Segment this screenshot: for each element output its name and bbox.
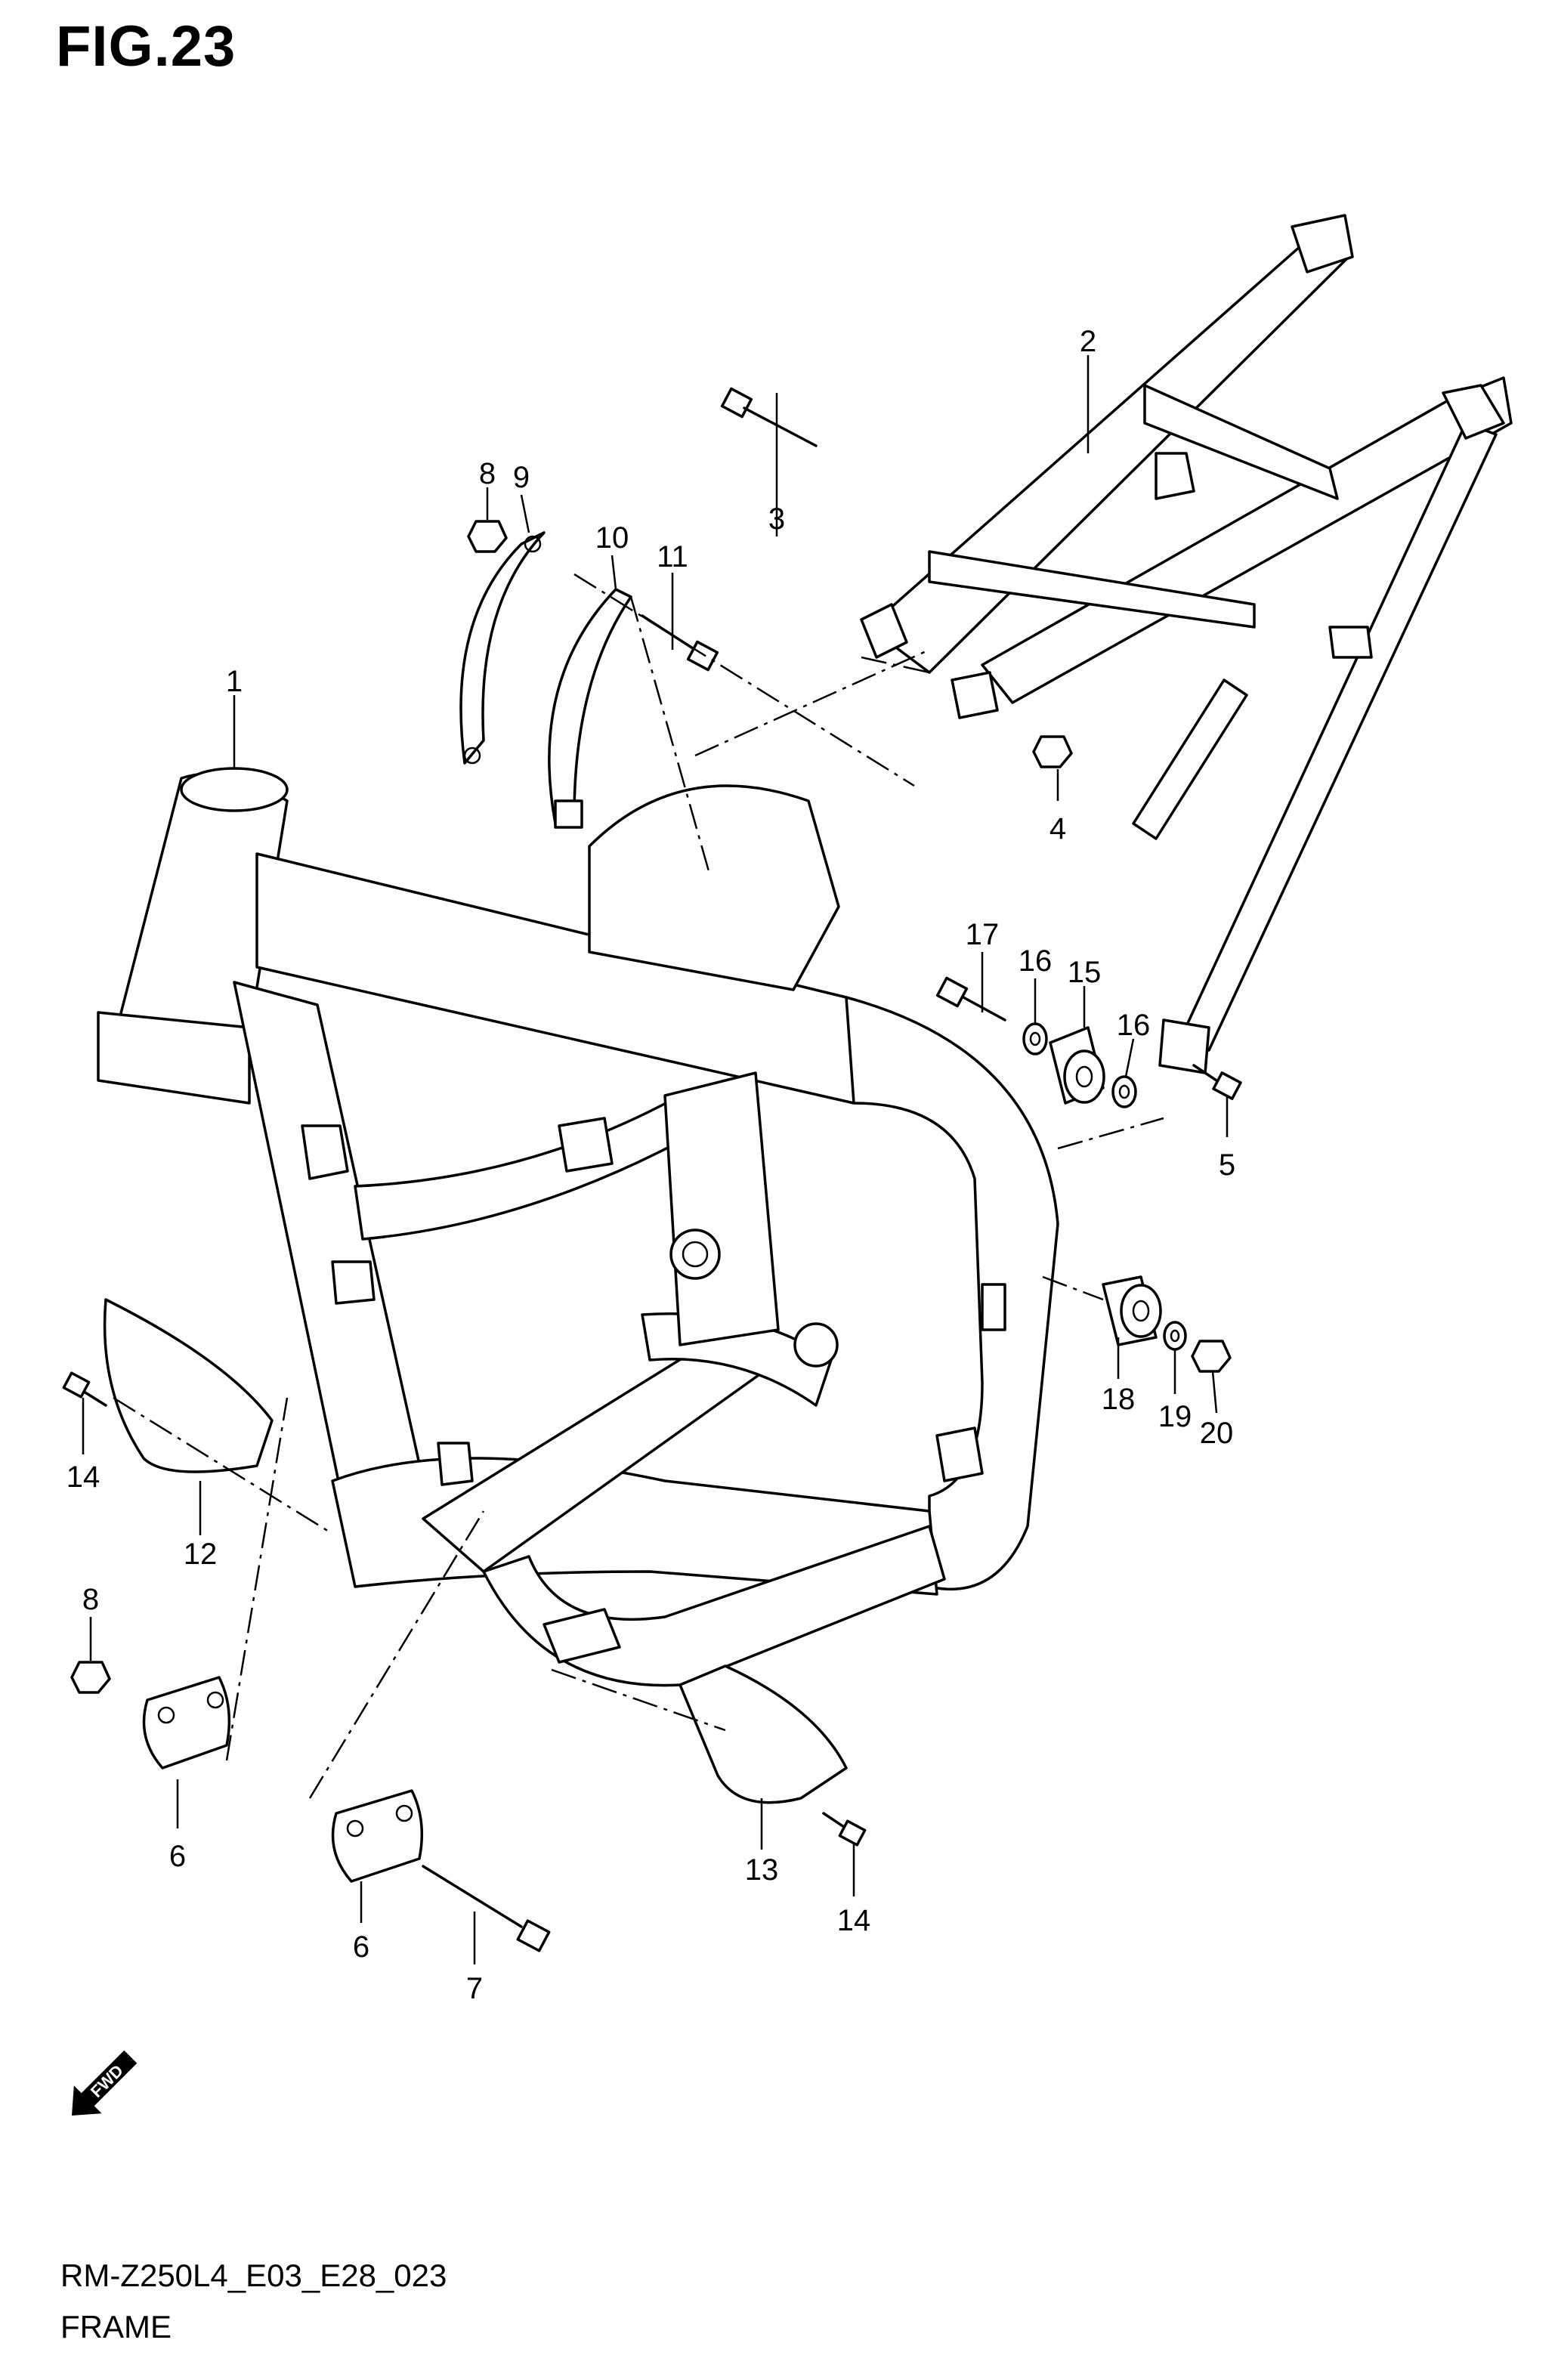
nut-4 (1032, 735, 1073, 768)
collar-15 (1049, 1026, 1105, 1105)
callout-15: 15 (1068, 956, 1102, 989)
footer-code: RM-Z250L4_E03_E28_023 (60, 2258, 447, 2293)
washer-16-right (1111, 1075, 1137, 1108)
callout-14-upper: 14 (66, 1460, 100, 1494)
callout-2: 2 (1080, 325, 1096, 358)
bolt-7 (422, 1865, 551, 1952)
figure-title: FIG.23 (56, 14, 236, 79)
callout-8-lower: 8 (82, 1583, 99, 1616)
callout-7: 7 (466, 1972, 483, 2005)
rear-subframe (860, 214, 1513, 1074)
bracket-9 (459, 531, 546, 765)
callout-1: 1 (226, 665, 243, 698)
nut-20 (1191, 1340, 1232, 1373)
callout-labels: 1 2 3 4 5 6 6 7 8 8 9 10 11 12 13 14 14 … (66, 325, 1235, 2005)
nut-8-lower (70, 1661, 111, 1694)
callout-20: 20 (1200, 1417, 1234, 1450)
washer-16-left (1022, 1022, 1048, 1056)
callout-8-upper: 8 (479, 457, 496, 490)
callout-19: 19 (1158, 1400, 1192, 1433)
bolt-14-lower (822, 1812, 867, 1847)
nut-8-upper (467, 520, 508, 553)
callout-4: 4 (1049, 812, 1066, 845)
assembly-lines (113, 573, 1164, 1799)
callout-10: 10 (595, 521, 629, 555)
bolt-17 (935, 976, 1006, 1022)
washer-19 (1163, 1321, 1187, 1351)
callout-6-lower: 6 (353, 1930, 369, 1964)
collar-18 (1102, 1275, 1162, 1346)
callout-6-upper: 6 (169, 1840, 186, 1873)
fwd-arrow-icon: FWD (72, 2050, 138, 2116)
callout-16-left: 16 (1019, 944, 1053, 978)
bolt-14-upper (62, 1371, 107, 1407)
bolt-5 (1192, 1064, 1242, 1100)
guard-12 (103, 1298, 274, 1473)
callout-9: 9 (513, 461, 530, 494)
callout-18: 18 (1102, 1383, 1136, 1416)
guard-13 (679, 1664, 848, 1804)
leader-lines (82, 355, 1229, 1964)
main-frame (97, 767, 1059, 1687)
callout-11: 11 (657, 540, 688, 573)
callout-16-right: 16 (1117, 1009, 1151, 1042)
bolt-3 (720, 387, 818, 447)
callout-5: 5 (1219, 1148, 1235, 1182)
bracket-10 (548, 588, 632, 829)
footer-name: FRAME (60, 2309, 172, 2344)
callout-12: 12 (184, 1538, 218, 1571)
callout-14-lower: 14 (837, 1904, 871, 1937)
callout-17: 17 (966, 918, 1000, 951)
plate-6-lower (331, 1789, 424, 1883)
callout-3: 3 (768, 502, 785, 536)
plate-6-upper (142, 1676, 231, 1770)
callout-13: 13 (745, 1853, 779, 1887)
